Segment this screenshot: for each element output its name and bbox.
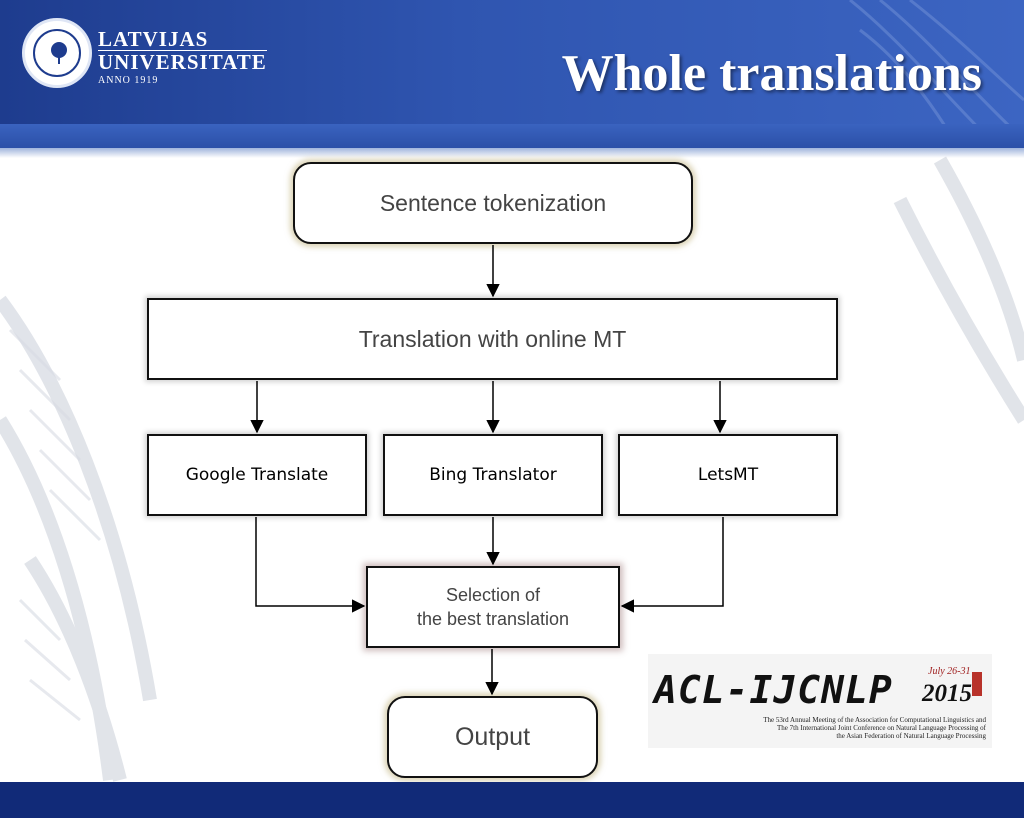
sentence-tokenization-label: Sentence tokenization (379, 189, 607, 216)
acl-logo-date: July 26-31 (928, 666, 971, 677)
header-edge (0, 148, 1024, 158)
acl-logo-name: ACL-IJCNLP (654, 668, 893, 712)
acl-logo-year: 2015 (922, 680, 972, 707)
output-label: Output (454, 722, 531, 751)
letsmt-label: LetsMT (697, 465, 759, 485)
acl-desc-line3: the Asian Federation of Natural Language… (836, 732, 986, 740)
university-logo-text: LATVIJAS UNIVERSITATE ANNO 1919 (98, 28, 267, 86)
acl-ijcnlp-logo: ACL-IJCNLP July 26-31 2015 The 53rd Annu… (648, 654, 992, 748)
acl-logo-description: The 53rd Annual Meeting of the Associati… (763, 716, 986, 740)
header-banner: LATVIJAS UNIVERSITATE ANNO 1919 Whole tr… (0, 0, 1024, 150)
arrow-google-to-selection (255, 517, 366, 613)
logo-anno: ANNO 1919 (98, 75, 159, 86)
bing-translator-box: Bing Translator (383, 434, 603, 516)
letsmt-box: LetsMT (618, 434, 838, 516)
best-translation-selection-box: Selection of the best translation (366, 566, 620, 648)
acl-desc-line1: The 53rd Annual Meeting of the Associati… (763, 716, 986, 724)
red-seal-icon (972, 672, 982, 696)
tree-icon (51, 42, 67, 64)
online-mt-label: Translation with online MT (358, 325, 627, 352)
arrow-letsmt-to-selection (620, 517, 724, 613)
selection-label-line1: Selection of (445, 585, 541, 605)
google-translate-box: Google Translate (147, 434, 367, 516)
header-stripe (0, 124, 1024, 150)
output-box: Output (387, 696, 598, 778)
seal-ring (33, 29, 81, 77)
acl-desc-line2: The 7th International Joint Conference o… (777, 724, 986, 732)
sentence-tokenization-box: Sentence tokenization (293, 162, 693, 244)
university-seal-icon (22, 18, 92, 88)
google-translate-label: Google Translate (185, 465, 329, 485)
slide-title: Whole translations (561, 45, 982, 102)
logo-name-line1: LATVIJAS (98, 27, 209, 51)
online-mt-box: Translation with online MT (147, 298, 838, 380)
footer-bar (0, 782, 1024, 818)
logo-name-line2: UNIVERSITATE (98, 50, 267, 74)
bing-translator-label: Bing Translator (429, 465, 557, 485)
selection-label-line2: the best translation (416, 609, 570, 629)
